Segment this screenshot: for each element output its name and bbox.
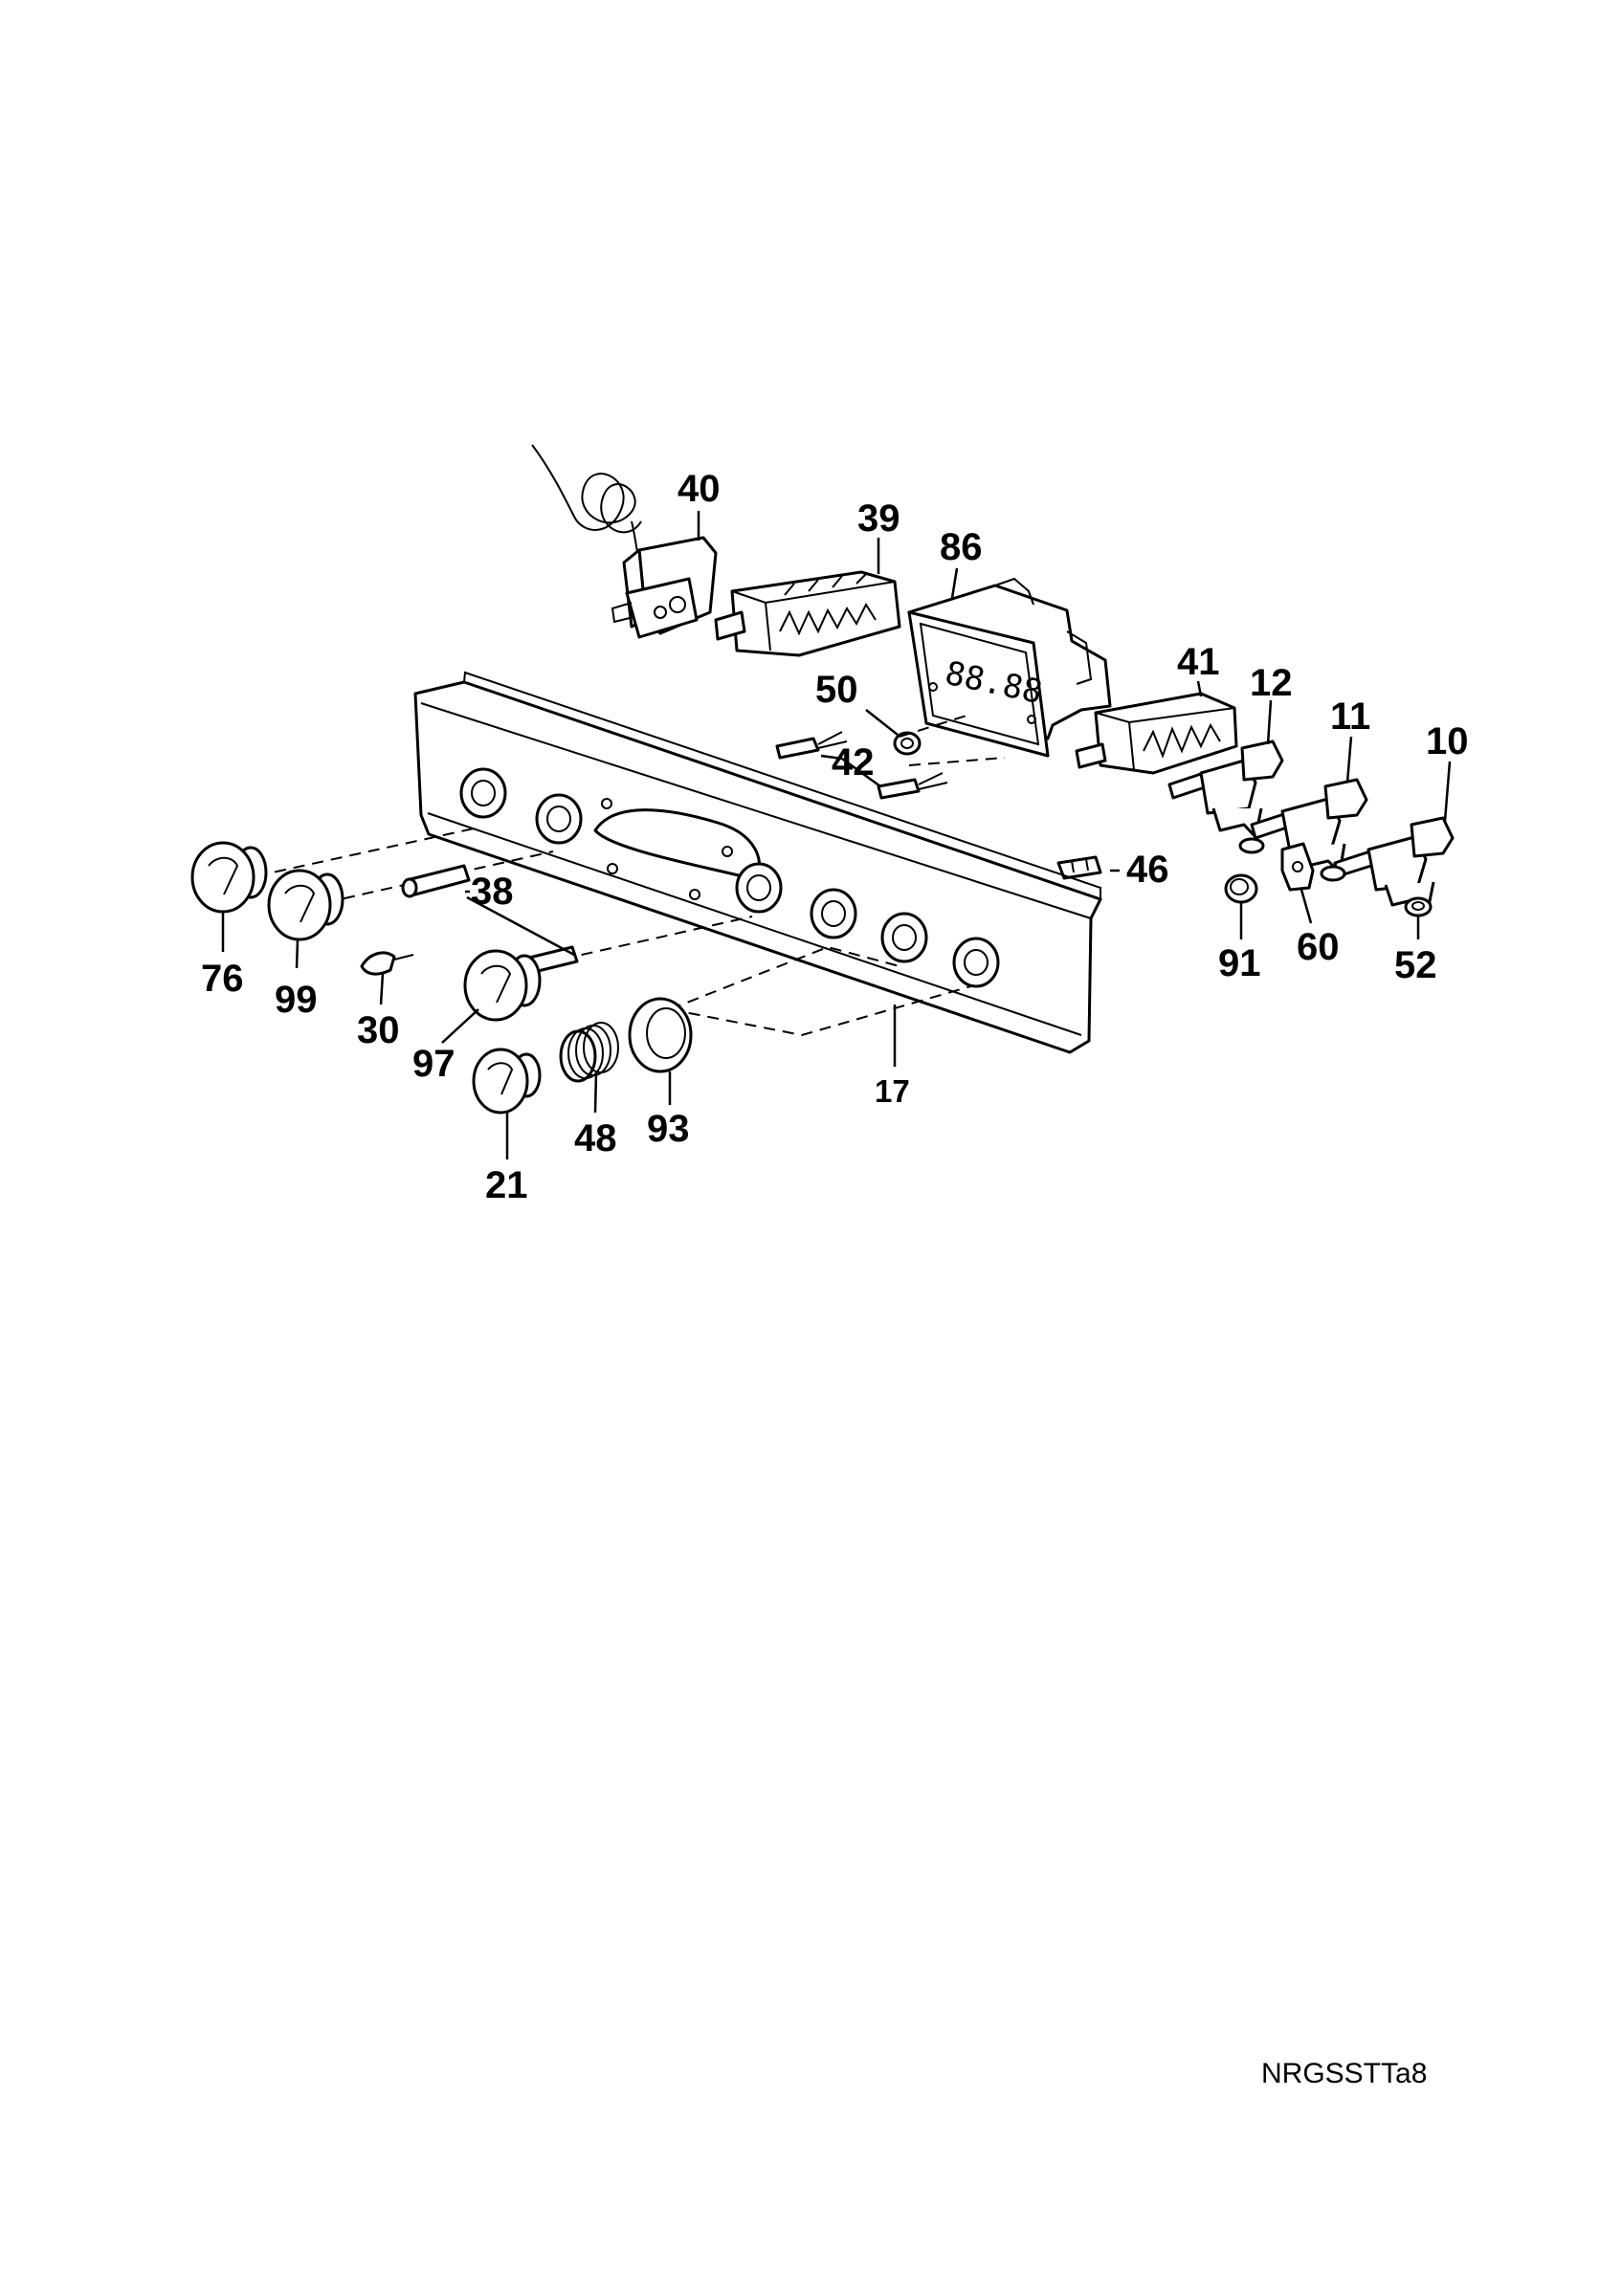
- bulb-part-30: [360, 951, 414, 976]
- control-panel-part-17: [413, 671, 1102, 1054]
- label-41: 41: [1177, 641, 1220, 683]
- label-50: 50: [815, 669, 858, 711]
- bezel-part-93: [628, 997, 693, 1073]
- label-10: 10: [1426, 720, 1469, 762]
- switch-part-41: [1075, 692, 1238, 775]
- label-99: 99: [275, 979, 318, 1021]
- label-86: 86: [940, 526, 983, 568]
- label-40: 40: [678, 468, 721, 510]
- label-60: 60: [1297, 926, 1340, 968]
- label-30: 30: [357, 1009, 400, 1051]
- leader-lines: [221, 511, 1452, 1159]
- bracket-part-60: [1280, 842, 1346, 892]
- label-52: 52: [1394, 944, 1437, 986]
- label-76: 76: [201, 958, 244, 1000]
- knob-part-99: [267, 869, 344, 941]
- label-12: 12: [1250, 662, 1293, 704]
- knob-part-76: [190, 841, 268, 914]
- knob-part-97: [463, 949, 542, 1022]
- gas-tap-part-10: [1333, 816, 1455, 913]
- label-42: 42: [832, 741, 875, 784]
- selector-switch-part-39: [714, 570, 901, 657]
- label-17: 17: [875, 1073, 910, 1109]
- gas-tap-part-12: [1167, 740, 1284, 839]
- label-11: 11: [1330, 695, 1370, 738]
- clip-part-46: [1056, 855, 1102, 880]
- part-number-labels: 40 39 86 41 12 11 10 50 42 46 38 76 99 3…: [201, 468, 1469, 1206]
- assembly-guide-lines: [236, 715, 1006, 1037]
- label-38: 38: [471, 871, 514, 913]
- neon-indicator-part-42: [775, 731, 948, 800]
- label-91: 91: [1218, 942, 1261, 984]
- label-46: 46: [1126, 849, 1169, 891]
- diagram-reference-code: NRGSSTTa8: [1261, 2058, 1427, 2089]
- electronic-timer-part-86: 88.88: [907, 577, 1112, 758]
- label-48: 48: [574, 1117, 617, 1159]
- knob-part-21: [472, 1048, 542, 1115]
- thermostat-part-40: [531, 444, 718, 639]
- washer-part-91: [1224, 837, 1265, 904]
- ring-part-52: [1404, 896, 1433, 917]
- spring-part-48: [559, 1022, 619, 1083]
- label-97: 97: [412, 1043, 455, 1085]
- label-93: 93: [647, 1108, 690, 1150]
- lamp-part-50: [893, 731, 922, 756]
- label-39: 39: [857, 497, 900, 540]
- label-21: 21: [485, 1164, 528, 1206]
